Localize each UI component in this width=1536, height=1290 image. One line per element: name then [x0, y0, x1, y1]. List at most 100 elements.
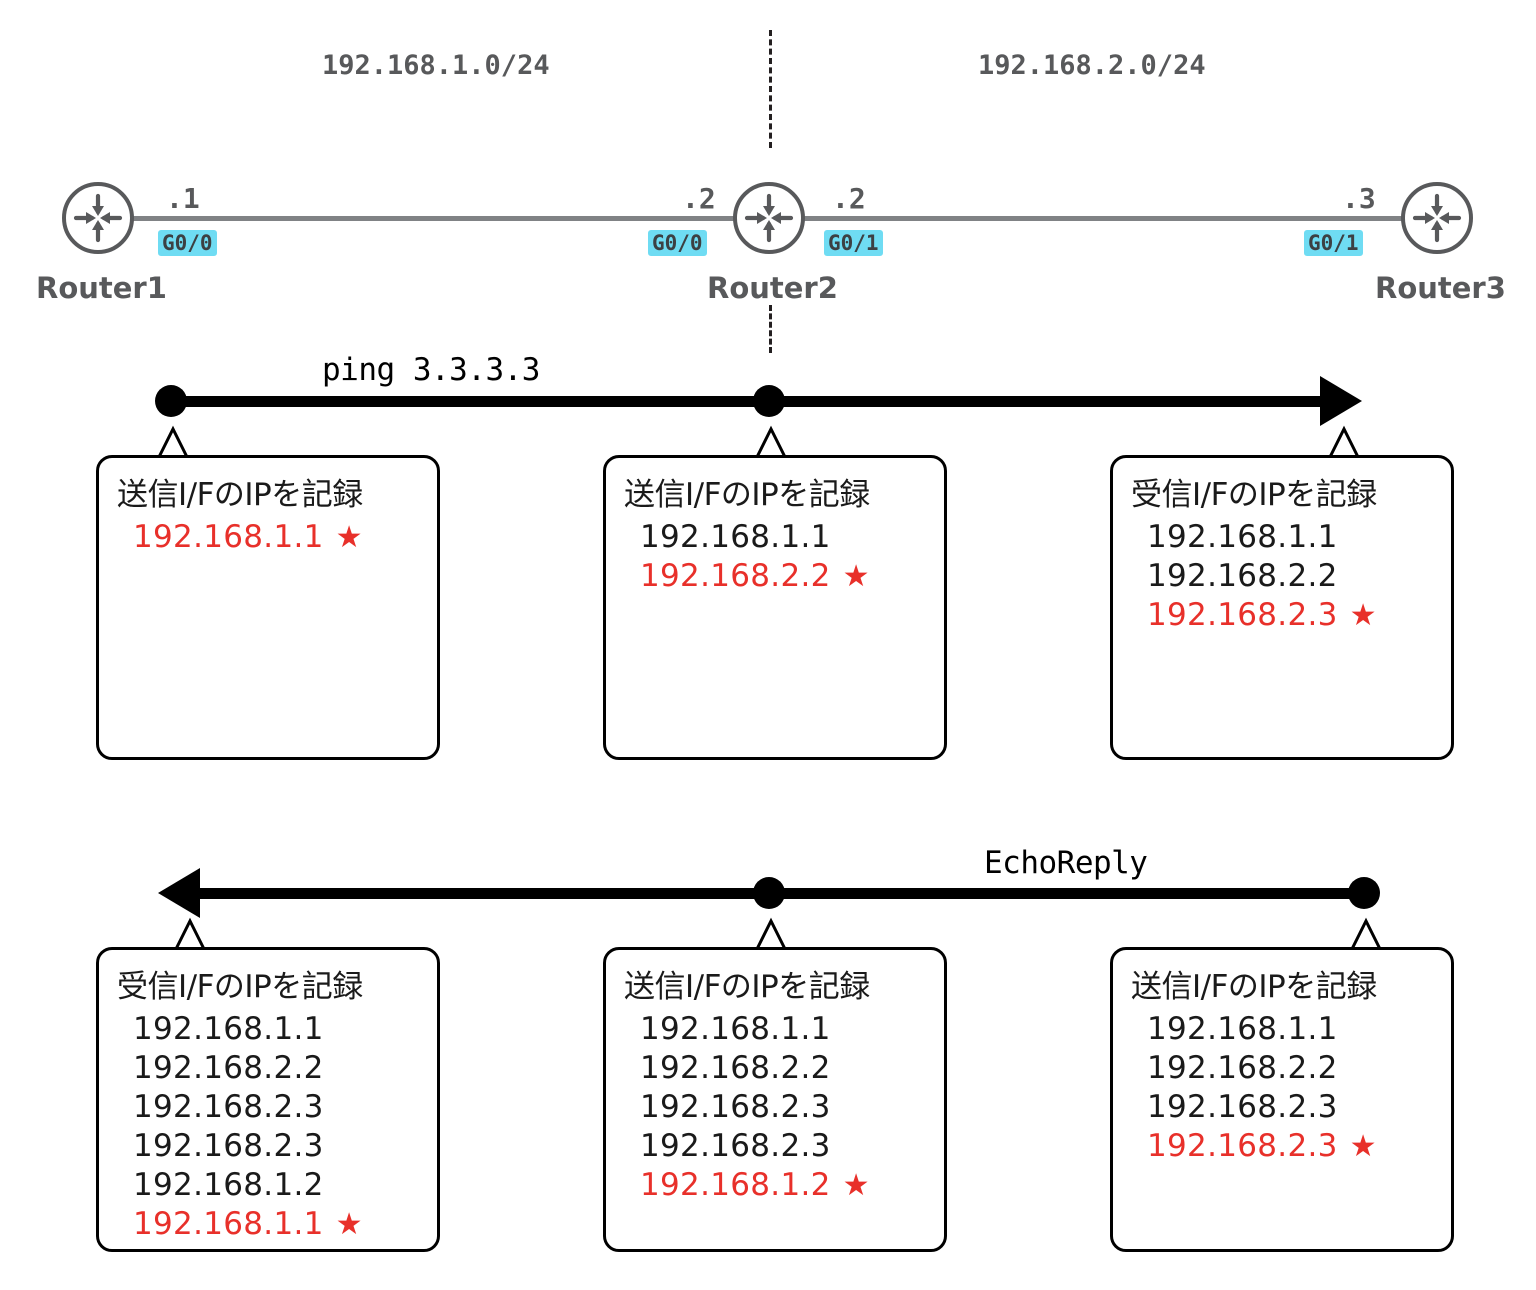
ip-value: 192.168.2.3 [1147, 597, 1338, 633]
ip-record-row: 192.168.2.3 [1147, 1088, 1377, 1127]
router-label-router3: Router3 [1375, 271, 1506, 305]
ip-value: 192.168.2.3 [1147, 1089, 1338, 1125]
ip-value: 192.168.1.1 [133, 1011, 324, 1047]
ip-record-row: 192.168.1.1 ★ [133, 1205, 363, 1244]
ip-record-row: 192.168.1.1 [133, 1010, 363, 1049]
ip-value: 192.168.1.1 [640, 1011, 831, 1047]
ip-value: 192.168.2.2 [1147, 558, 1338, 594]
callout-box-r3-reply: 送信I/FのIPを記録 192.168.1.1 192.168.2.2 192.… [1110, 947, 1454, 1252]
interface-octet-r2-g00: .2 [682, 182, 716, 215]
subnet-label-left: 192.168.1.0/24 [322, 50, 550, 81]
callout-box-r1-request: 送信I/FのIPを記録 192.168.1.1 ★ [96, 455, 440, 760]
ip-record-row: 192.168.1.2 ★ [640, 1166, 870, 1205]
callout-tail-r2-request [753, 425, 789, 459]
callout-tail-r1-reply [172, 917, 208, 951]
ip-record-row: 192.168.2.2 ★ [640, 557, 870, 596]
ip-value: 192.168.1.1 [133, 519, 324, 555]
ip-record-row: 192.168.2.2 [133, 1049, 363, 1088]
ip-record-row: 192.168.2.3 [133, 1127, 363, 1166]
callout-tail-r3-reply [1348, 917, 1384, 951]
interface-octet-r3-g01: .3 [1342, 182, 1376, 215]
ip-value: 192.168.1.2 [640, 1167, 831, 1203]
ip-record-row: 192.168.2.3 [133, 1088, 363, 1127]
ip-record-row: 192.168.2.3 [640, 1088, 870, 1127]
link-router1-router2 [128, 216, 740, 221]
flow-label-reply: EchoReply [984, 845, 1148, 881]
ip-value: 192.168.2.3 [1147, 1128, 1338, 1164]
ip-value: 192.168.1.2 [133, 1167, 324, 1203]
star-icon: ★ [335, 520, 363, 555]
boundary-dash-bottom [769, 305, 772, 353]
flow-label-request: ping 3.3.3.3 [322, 352, 540, 388]
link-router2-router3 [798, 216, 1408, 221]
interface-badge-r1-g00: G0/0 [158, 230, 217, 257]
ip-value: 192.168.2.2 [1147, 1050, 1338, 1086]
ip-record-list: 192.168.1.1 192.168.2.2 192.168.2.3 192.… [1147, 1010, 1377, 1166]
interface-badge-r2-g00: G0/0 [648, 230, 707, 257]
interface-badge-r3-g01: G0/1 [1304, 230, 1363, 257]
ip-value: 192.168.2.2 [640, 558, 831, 594]
ip-record-list: 192.168.1.1 ★ [133, 518, 363, 557]
callout-title: 受信I/FのIPを記録 [1131, 477, 1377, 513]
ip-record-list: 192.168.1.1 192.168.2.2 192.168.2.3 192.… [133, 1010, 363, 1244]
ip-value: 192.168.2.2 [640, 1050, 831, 1086]
callout-title: 送信I/FのIPを記録 [117, 477, 363, 513]
callout-box-r1-reply: 受信I/FのIPを記録 192.168.1.1 192.168.2.2 192.… [96, 947, 440, 1252]
interface-octet-r2-g01: .2 [832, 182, 866, 215]
subnet-label-right: 192.168.2.0/24 [978, 50, 1206, 81]
star-icon: ★ [1349, 1129, 1377, 1164]
callout-box-r3-request: 受信I/FのIPを記録 192.168.1.1 192.168.2.2 192.… [1110, 455, 1454, 760]
callout-title: 送信I/FのIPを記録 [624, 477, 870, 513]
star-icon: ★ [335, 1207, 363, 1242]
ip-value: 192.168.1.1 [1147, 1011, 1338, 1047]
ip-value: 192.168.1.1 [133, 1206, 324, 1242]
interface-badge-r2-g01: G0/1 [824, 230, 883, 257]
ip-value: 192.168.2.3 [133, 1089, 324, 1125]
callout-tail-r3-request [1326, 425, 1362, 459]
router-label-router1: Router1 [36, 271, 167, 305]
ip-value: 192.168.2.3 [640, 1128, 831, 1164]
router-icon-router1[interactable] [61, 181, 135, 255]
ip-value: 192.168.2.3 [133, 1128, 324, 1164]
ip-record-row: 192.168.2.2 [640, 1049, 870, 1088]
ip-record-row: 192.168.2.3 ★ [1147, 1127, 1377, 1166]
callout-title: 送信I/FのIPを記録 [1131, 969, 1377, 1005]
flow-node-reply-router3[interactable] [1348, 877, 1380, 909]
interface-octet-r1-g00: .1 [166, 182, 200, 215]
router-icon-router3[interactable] [1400, 181, 1474, 255]
flow-line-request [170, 396, 1325, 407]
star-icon: ★ [842, 559, 870, 594]
ip-record-row: 192.168.2.2 [1147, 1049, 1377, 1088]
ip-record-row: 192.168.2.2 [1147, 557, 1377, 596]
ip-record-row: 192.168.1.1 [1147, 1010, 1377, 1049]
ip-value: 192.168.1.1 [1147, 519, 1338, 555]
star-icon: ★ [842, 1168, 870, 1203]
ip-record-row: 192.168.1.2 [133, 1166, 363, 1205]
flow-node-reply-router2[interactable] [753, 877, 785, 909]
callout-tail-r2-reply [753, 917, 789, 951]
ip-record-row: 192.168.2.3 ★ [1147, 596, 1377, 635]
flow-node-request-router2[interactable] [753, 385, 785, 417]
callout-box-r2-request: 送信I/FのIPを記録 192.168.1.1 192.168.2.2 ★ [603, 455, 947, 760]
ip-record-row: 192.168.2.3 [640, 1127, 870, 1166]
ip-record-list: 192.168.1.1 192.168.2.2 192.168.2.3 192.… [640, 1010, 870, 1205]
ip-record-row: 192.168.1.1 [1147, 518, 1377, 557]
ip-record-row: 192.168.1.1 [640, 518, 870, 557]
ip-record-row: 192.168.1.1 ★ [133, 518, 363, 557]
ip-value: 192.168.2.3 [640, 1089, 831, 1125]
arrow-head-reply [158, 868, 200, 918]
callout-box-r2-reply: 送信I/FのIPを記録 192.168.1.1 192.168.2.2 192.… [603, 947, 947, 1252]
flow-node-request-router1[interactable] [155, 385, 187, 417]
callout-title: 受信I/FのIPを記録 [117, 969, 363, 1005]
callout-title: 送信I/FのIPを記録 [624, 969, 870, 1005]
ip-value: 192.168.2.2 [133, 1050, 324, 1086]
callout-tail-r1-request [155, 425, 191, 459]
router-label-router2: Router2 [707, 271, 838, 305]
ip-record-row: 192.168.1.1 [640, 1010, 870, 1049]
boundary-dash-top [769, 30, 772, 148]
ip-value: 192.168.1.1 [640, 519, 831, 555]
star-icon: ★ [1349, 598, 1377, 633]
arrow-head-request [1320, 376, 1362, 426]
router-icon-router2[interactable] [732, 181, 806, 255]
